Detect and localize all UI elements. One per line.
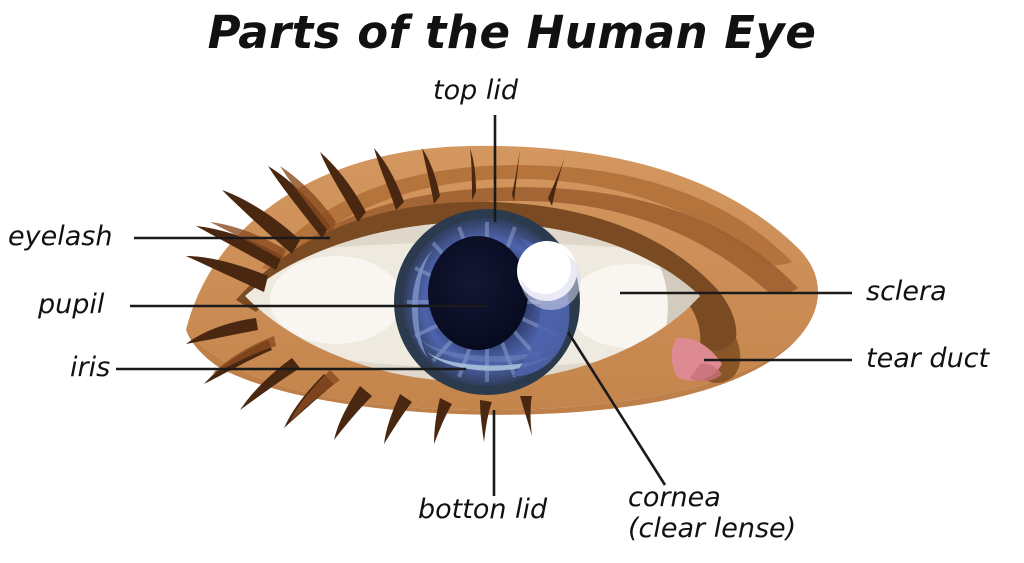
corneal-highlight-core xyxy=(519,242,571,294)
label-cornea: cornea (clear lense) xyxy=(628,482,797,544)
eyelash-highlight xyxy=(290,370,340,422)
tear-duct-group xyxy=(671,337,722,382)
eyelash-lower xyxy=(186,318,258,344)
iris-arc-left xyxy=(411,250,433,358)
label-iris: iris xyxy=(70,352,111,383)
eyelash-highlight-group xyxy=(210,166,340,422)
eyelash-upper xyxy=(422,148,440,204)
eyelash-highlight xyxy=(280,166,336,234)
label-top-lid: top lid xyxy=(433,75,518,106)
leader-cornea xyxy=(566,331,667,486)
eyelash-upper xyxy=(512,150,520,202)
label-botton-lid: botton lid xyxy=(418,494,548,525)
eyelash-highlight xyxy=(212,336,276,374)
label-pupil: pupil xyxy=(38,289,105,320)
leader-lines xyxy=(116,115,852,496)
eyelash-upper xyxy=(320,152,366,222)
tear-duct-shadow xyxy=(690,363,722,382)
eyelash-lower xyxy=(334,386,372,440)
label-cornea-line2: (clear lense) xyxy=(628,512,797,544)
eyelash-upper xyxy=(374,148,404,210)
eyelash-lower xyxy=(480,400,492,442)
label-cornea-line1: cornea xyxy=(628,482,721,513)
eyelash-upper xyxy=(186,256,268,292)
sclera-highlight-left xyxy=(270,256,402,344)
page-title: Parts of the Human Eye xyxy=(207,6,817,59)
eyelash-lower xyxy=(384,394,412,444)
label-sclera: sclera xyxy=(866,276,947,307)
label-tear-duct: tear duct xyxy=(866,343,990,374)
eyelash-lower xyxy=(434,398,452,444)
eyelash-upper xyxy=(548,154,566,206)
eyelash-highlight xyxy=(210,222,286,260)
label-eyelash: eyelash xyxy=(8,221,113,252)
eyelash-lower xyxy=(520,396,532,436)
eyelash-upper xyxy=(470,148,476,200)
sclera-highlight-right xyxy=(568,264,692,348)
cornea-iris-group xyxy=(394,209,581,395)
eyelash-lower xyxy=(240,358,300,410)
pupil-shape xyxy=(428,236,528,350)
eyelash-upper xyxy=(268,166,330,238)
